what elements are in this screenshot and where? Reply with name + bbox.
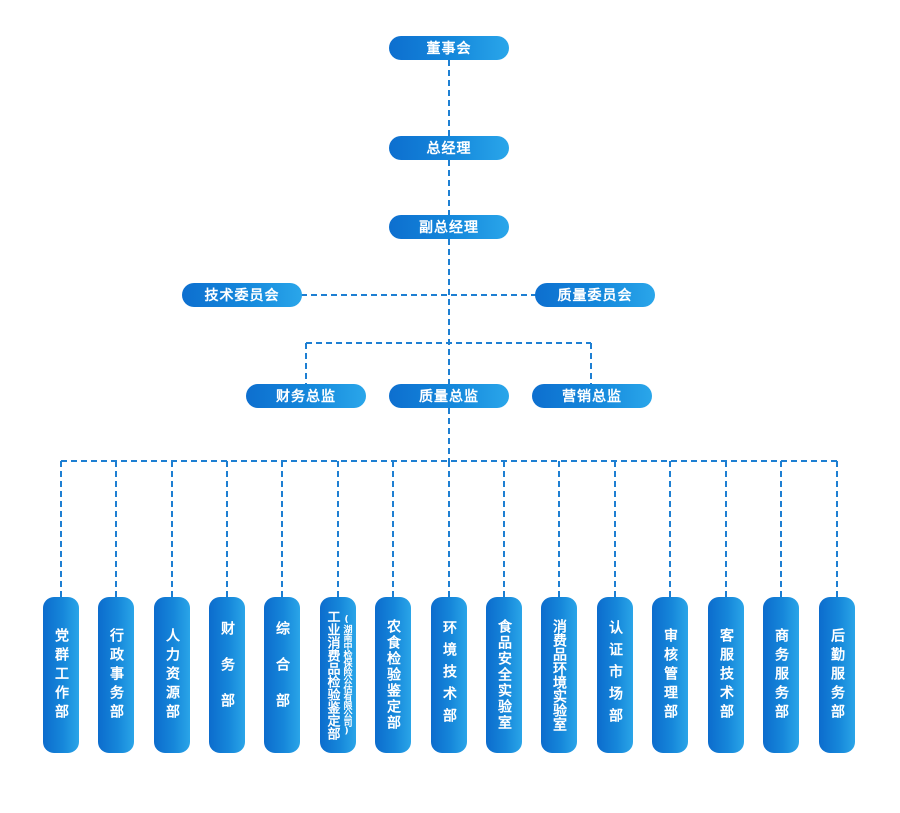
node-board-label: 董事会 (426, 41, 472, 57)
dept-label: 环境技术部 (441, 620, 457, 730)
dept-industrial-consumer-goods-text: (湖南中检保险公估有限公司) 工业消费品检验鉴定部 (325, 610, 352, 740)
dept-label: 农食检验鉴定部 (385, 619, 401, 731)
dept-label: 客服技术部 (718, 627, 734, 723)
dept-general[interactable]: 综合部 (264, 597, 300, 753)
node-general-manager-label: 总经理 (426, 141, 472, 157)
dept-industrial-consumer-goods[interactable]: (湖南中检保险公估有限公司) 工业消费品检验鉴定部 (320, 597, 356, 753)
node-finance-director[interactable]: 财务总监 (246, 384, 366, 408)
node-deputy-general-manager-label: 副总经理 (419, 220, 479, 236)
dept-food-safety-lab[interactable]: 食品安全实验室 (486, 597, 522, 753)
dept-label: 财务部 (219, 621, 235, 729)
node-marketing-director-label: 营销总监 (562, 389, 622, 405)
dept-party-affairs[interactable]: 党群工作部 (43, 597, 79, 753)
dept-label: 党群工作部 (53, 627, 69, 723)
dept-label: 人力资源部 (164, 627, 180, 723)
dept-label: 后勤服务部 (829, 627, 845, 723)
dept-label: 认证市场部 (607, 620, 623, 730)
dept-sub-label: (湖南中检保险公估有限公司) (341, 614, 352, 736)
dept-audit-management[interactable]: 审核管理部 (652, 597, 688, 753)
node-general-manager[interactable]: 总经理 (389, 136, 509, 160)
node-deputy-general-manager[interactable]: 副总经理 (389, 215, 509, 239)
dept-label: 审核管理部 (662, 627, 678, 723)
dept-agri-food-inspection[interactable]: 农食检验鉴定部 (375, 597, 411, 753)
dept-label: 食品安全实验室 (496, 619, 512, 731)
dept-label: 行政事务部 (108, 627, 124, 723)
node-board[interactable]: 董事会 (389, 36, 509, 60)
dept-customer-tech[interactable]: 客服技术部 (708, 597, 744, 753)
dept-finance[interactable]: 财务部 (209, 597, 245, 753)
dept-environmental-tech[interactable]: 环境技术部 (431, 597, 467, 753)
dept-consumer-env-lab[interactable]: 消费品环境实验室 (541, 597, 577, 753)
node-tech-committee[interactable]: 技术委员会 (182, 283, 302, 307)
dept-human-resources[interactable]: 人力资源部 (154, 597, 190, 753)
dept-certification-market[interactable]: 认证市场部 (597, 597, 633, 753)
dept-business-services[interactable]: 商务服务部 (763, 597, 799, 753)
node-finance-director-label: 财务总监 (276, 389, 336, 405)
dept-label: 工业消费品检验鉴定部 (324, 610, 340, 740)
dept-logistics-services[interactable]: 后勤服务部 (819, 597, 855, 753)
node-quality-committee-label: 质量委员会 (557, 288, 633, 304)
node-marketing-director[interactable]: 营销总监 (532, 384, 652, 408)
node-tech-committee-label: 技术委员会 (204, 288, 280, 304)
dept-administration[interactable]: 行政事务部 (98, 597, 134, 753)
node-quality-committee[interactable]: 质量委员会 (535, 283, 655, 307)
node-quality-director[interactable]: 质量总监 (389, 384, 509, 408)
dept-label: 商务服务部 (773, 627, 789, 723)
dept-label: 消费品环境实验室 (551, 619, 567, 731)
node-quality-director-label: 质量总监 (419, 389, 479, 405)
dept-label: 综合部 (274, 621, 290, 729)
